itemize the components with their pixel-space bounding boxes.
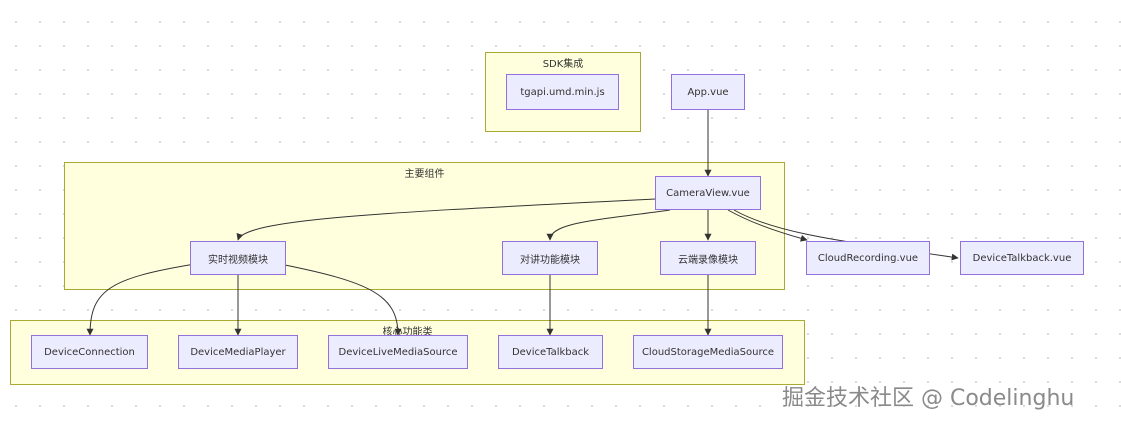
cluster-sdk-label: SDK集成 [542, 59, 584, 70]
node-cloud-storage-media-source: CloudStorageMediaSource [633, 335, 783, 369]
node-talk-module: 对讲功能模块 [502, 241, 598, 275]
node-realtime-video-module: 实时视频模块 [190, 241, 286, 275]
node-devicetalkback-vue: DeviceTalkback.vue [960, 241, 1084, 275]
cluster-core-label: 核心功能类 [382, 327, 433, 338]
node-app-vue: App.vue [671, 74, 745, 110]
watermark-text: 掘金技术社区 @ Codelinghu [782, 386, 1075, 411]
node-tgapi-umd-min-js: tgapi.umd.min.js [506, 74, 619, 110]
node-device-live-media-source: DeviceLiveMediaSource [328, 335, 468, 369]
node-device-connection: DeviceConnection [31, 335, 148, 369]
cluster-main-label: 主要组件 [404, 169, 445, 180]
node-device-media-player: DeviceMediaPlayer [178, 335, 298, 369]
node-cameraview-vue: CameraView.vue [655, 176, 761, 210]
node-device-talkback: DeviceTalkback [498, 335, 603, 369]
node-cloudrecording-vue: CloudRecording.vue [806, 241, 930, 275]
node-cloud-record-module: 云端录像模块 [660, 241, 756, 275]
